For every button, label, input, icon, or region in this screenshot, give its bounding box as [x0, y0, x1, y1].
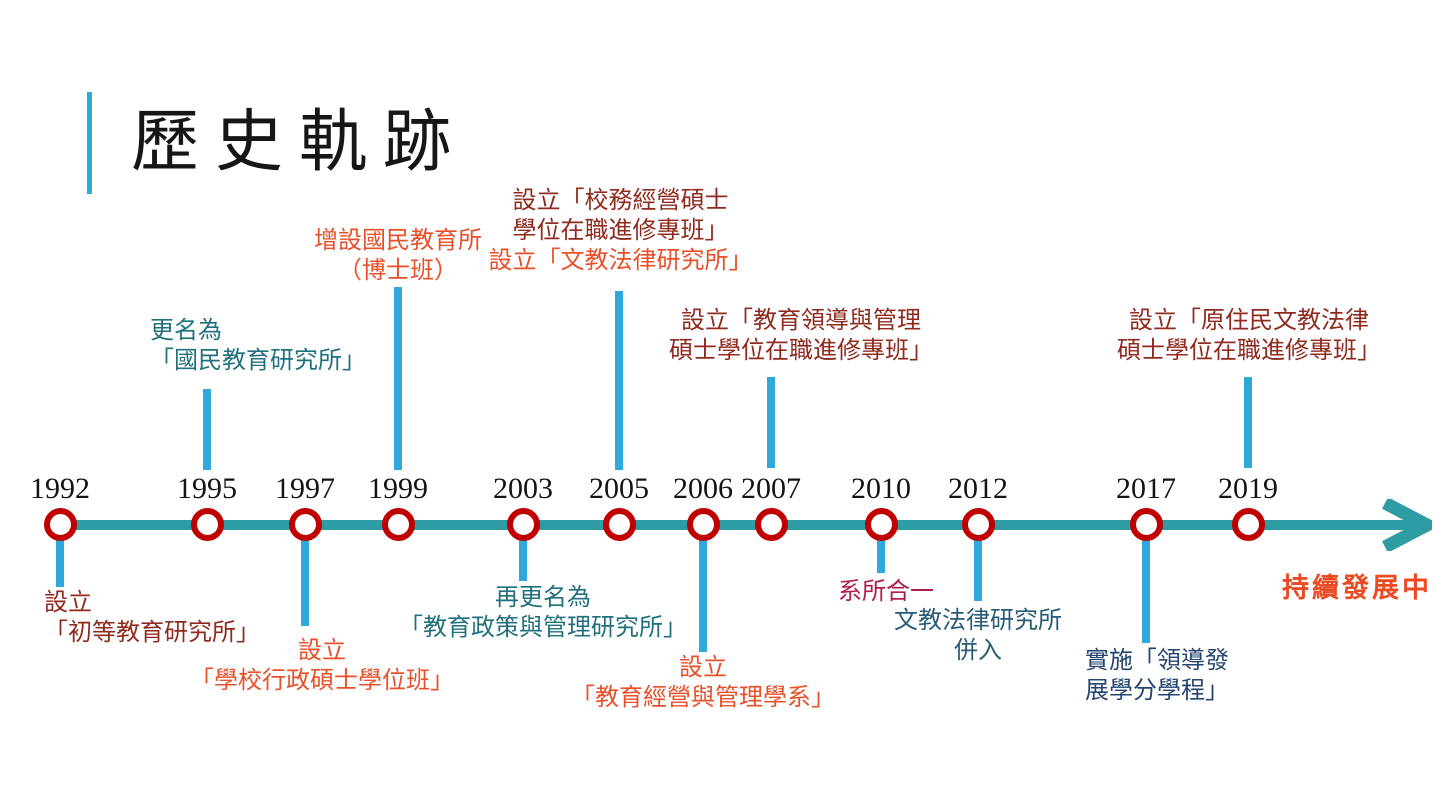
year-label-2010: 2010 [851, 472, 911, 505]
stem-1992 [56, 540, 64, 587]
event-label-2007: 設立「教育領導與管理 碩士學位在職進修專班」 [660, 306, 942, 366]
event-line: 文教法律研究所 [894, 608, 1062, 634]
stem-2005 [615, 291, 623, 470]
event-line: 學位在職進修專班」 [512, 218, 729, 244]
event-line: 展學分學程」 [1085, 678, 1229, 704]
event-line: 系所合一 [838, 579, 934, 605]
event-line: 「國民教育研究所」 [150, 348, 366, 374]
event-line: 併入 [954, 638, 1002, 664]
event-label-1995: 更名為 「國民教育研究所」 [150, 316, 366, 376]
event-label-2005: 設立「校務經營碩士 學位在職進修專班」 設立「文教法律研究所」 [478, 186, 763, 276]
event-label-1999: 增設國民教育所 （博士班） [278, 226, 518, 286]
year-label-2006: 2006 [673, 472, 733, 505]
year-label-2007: 2007 [741, 472, 801, 505]
page-title: 歷史軌跡 [131, 104, 468, 180]
stem-1999 [394, 287, 402, 470]
event-line: 碩士學位在職進修專班」 [669, 338, 933, 364]
year-label-1999: 1999 [368, 472, 428, 505]
timeline-node-1995 [191, 508, 224, 541]
year-label-1992: 1992 [30, 472, 90, 505]
event-line: 設立 [679, 655, 727, 681]
event-line: 設立「校務經營碩士 [512, 188, 729, 214]
timeline-node-1999 [382, 508, 415, 541]
event-line: 碩士學位在職進修專班」 [1117, 338, 1381, 364]
arrow-right-icon [1381, 497, 1442, 556]
event-label-2006: 設立 「教育經營與管理學系」 [563, 653, 843, 713]
event-line: 「教育政策與管理研究所」 [399, 615, 687, 641]
stem-2017 [1142, 540, 1150, 643]
event-line: 設立 [298, 638, 346, 664]
event-label-2003: 再更名為 「教育政策與管理研究所」 [383, 583, 703, 643]
event-line: 實施「領導發 [1085, 648, 1229, 674]
event-label-2017: 實施「領導發 展學分學程」 [1085, 646, 1229, 706]
event-label-2012: 文教法律研究所 併入 [858, 606, 1098, 666]
timeline-node-2006 [687, 508, 720, 541]
status-note: 持續發展中 [1282, 573, 1432, 603]
year-label-2017: 2017 [1116, 472, 1176, 505]
year-label-2012: 2012 [948, 472, 1008, 505]
timeline-node-1997 [289, 508, 322, 541]
timeline-node-2010 [865, 508, 898, 541]
timeline-node-2003 [507, 508, 540, 541]
event-line: （博士班） [338, 258, 458, 284]
event-line: 「初等教育研究所」 [44, 620, 260, 646]
stem-2003 [519, 540, 527, 581]
year-label-1995: 1995 [177, 472, 237, 505]
stem-2010 [877, 540, 885, 573]
timeline-node-2012 [962, 508, 995, 541]
event-label-2019: 設立「原住民文教法律 碩士學位在職進修專班」 [1108, 306, 1390, 366]
event-label-1997: 設立 「學校行政碩士學位班」 [182, 636, 462, 696]
timeline-bar [55, 520, 1413, 530]
stem-1997 [301, 540, 309, 626]
stem-1995 [203, 389, 211, 470]
event-line: 「教育經營與管理學系」 [571, 685, 835, 711]
event-line: 再更名為 [495, 585, 591, 611]
timeline-node-2017 [1130, 508, 1163, 541]
title-accent-bar [87, 92, 92, 194]
event-label-1992: 設立 「初等教育研究所」 [44, 588, 260, 648]
year-label-1997: 1997 [275, 472, 335, 505]
year-label-2005: 2005 [589, 472, 649, 505]
timeline-node-1992 [44, 508, 77, 541]
event-label-2010: 系所合一 [838, 577, 934, 607]
timeline-node-2005 [603, 508, 636, 541]
stem-2006 [699, 540, 707, 652]
event-line: 設立「教育領導與管理 [681, 308, 921, 334]
stem-2007 [767, 377, 775, 468]
timeline-node-2007 [755, 508, 788, 541]
event-line: 設立 [44, 590, 92, 616]
stem-2019 [1244, 377, 1252, 468]
timeline-node-2019 [1232, 508, 1265, 541]
event-line: 「學校行政碩士學位班」 [190, 668, 454, 694]
event-line: 設立「文教法律研究所」 [488, 248, 753, 274]
year-label-2019: 2019 [1218, 472, 1278, 505]
event-line: 增設國民教育所 [314, 228, 482, 254]
year-label-2003: 2003 [493, 472, 553, 505]
event-line: 設立「原住民文教法律 [1129, 308, 1369, 334]
stem-2012 [974, 540, 982, 601]
event-line: 更名為 [150, 318, 222, 344]
